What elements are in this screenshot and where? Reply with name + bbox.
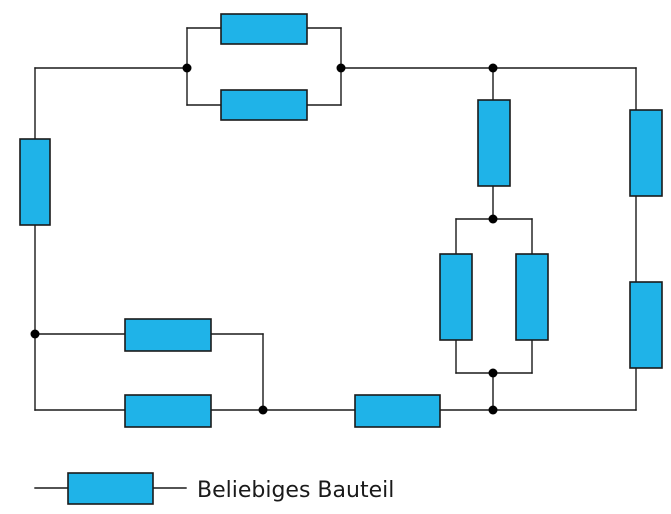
component-bottom-left-upper bbox=[124, 318, 212, 352]
wires bbox=[34, 27, 637, 489]
junction-node-top-middle bbox=[488, 63, 498, 73]
component-legend bbox=[67, 472, 154, 505]
component-bottom-left-lower bbox=[124, 394, 212, 428]
component-top-upper bbox=[220, 13, 308, 45]
junction-nodes bbox=[30, 63, 498, 415]
junction-node-top-right bbox=[336, 63, 346, 73]
component-middle-pair-left bbox=[439, 253, 473, 341]
junction-node-left bbox=[30, 329, 40, 339]
components bbox=[19, 13, 663, 505]
component-top-lower bbox=[220, 89, 308, 121]
junction-node-middle-lower bbox=[488, 368, 498, 378]
component-bottom-middle bbox=[354, 394, 441, 428]
junction-node-bottom-right bbox=[488, 405, 498, 415]
component-right-lower bbox=[629, 281, 663, 369]
legend-label: Beliebiges Bauteil bbox=[197, 478, 394, 503]
junction-node-bottom-left bbox=[258, 405, 268, 415]
component-right-upper bbox=[629, 109, 663, 197]
component-middle-pair-right bbox=[515, 253, 549, 341]
junction-node-middle-upper bbox=[488, 214, 498, 224]
component-left-vertical bbox=[19, 138, 51, 226]
component-middle-upper bbox=[477, 99, 511, 187]
junction-node-top-left bbox=[182, 63, 192, 73]
